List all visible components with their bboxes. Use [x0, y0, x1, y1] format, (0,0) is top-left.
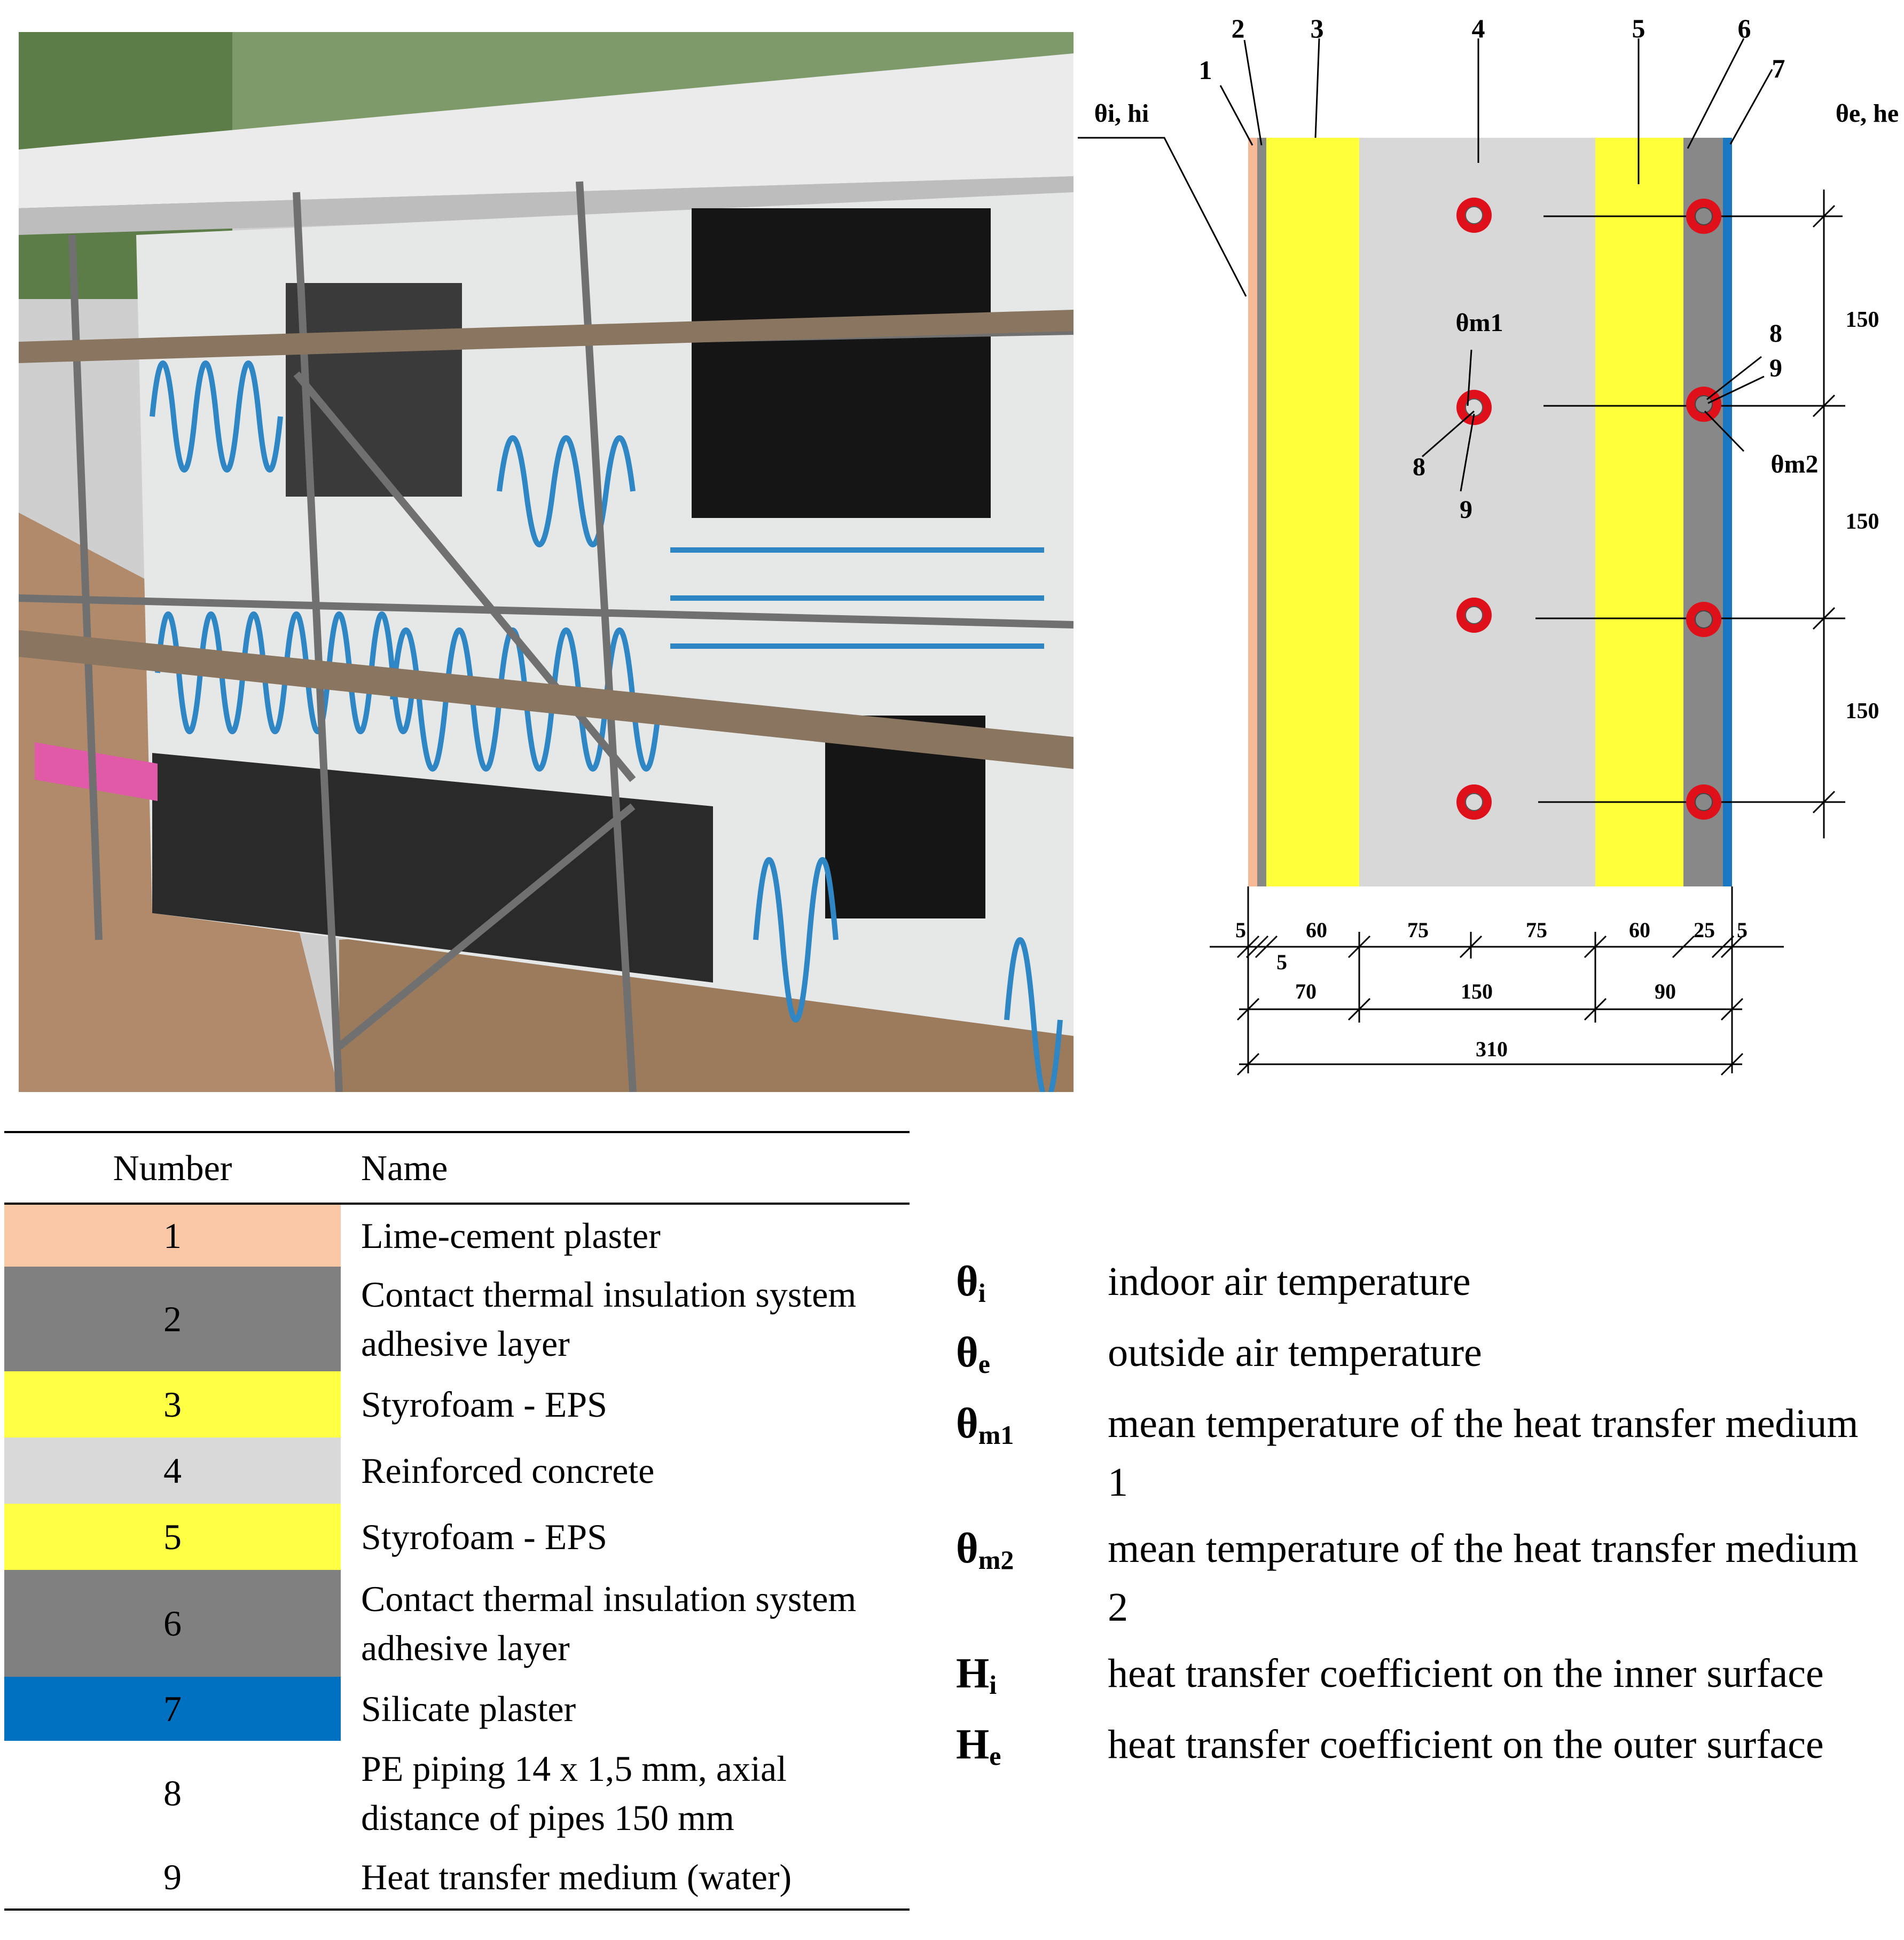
callout-9-right: 9 — [1769, 354, 1782, 382]
dim-concrete-a: 75 — [1407, 918, 1429, 942]
row-name: Styrofoam - EPS — [361, 1517, 607, 1557]
row-number: 6 — [4, 1570, 341, 1677]
row-number: 3 — [4, 1371, 341, 1438]
dim-total: 310 — [1476, 1037, 1508, 1061]
layer-number-6: 6 — [1738, 13, 1751, 43]
list-item: Hi heat transfer coefficient on the inne… — [956, 1644, 1875, 1708]
pipe-spacing-2: 150 — [1846, 509, 1879, 534]
pipe-icon — [1686, 784, 1721, 820]
row-number: 8 — [163, 1773, 182, 1813]
symbol-description: heat transfer coefficient on the outer s… — [1108, 1722, 1824, 1767]
list-item: θi indoor air temperature — [956, 1252, 1875, 1316]
layer-number-5: 5 — [1632, 13, 1646, 43]
layer-7-silicate-plaster — [1723, 138, 1732, 886]
layer-1-lime-plaster — [1248, 138, 1257, 886]
symbol: Hi — [956, 1650, 997, 1700]
dim-eps-in: 60 — [1306, 918, 1327, 942]
table-row: 3 Styrofoam - EPS — [4, 1371, 910, 1438]
layer-number-2: 2 — [1232, 13, 1245, 43]
layer-number-1: 1 — [1199, 55, 1212, 85]
symbol: θm1 — [956, 1400, 1014, 1450]
pipe-spacing-3: 150 — [1846, 699, 1879, 724]
pipe-icon — [1686, 199, 1721, 234]
layer-number-3: 3 — [1311, 13, 1324, 43]
row-name: Contact thermal insulation system adhesi… — [361, 1578, 857, 1668]
callout-8-left: 8 — [1413, 453, 1425, 481]
wall-cross-section-diagram: 1 2 3 4 5 6 7 θi, hi θe, he θm1 θm2 8 9 … — [1078, 13, 1899, 1076]
symbol-description: indoor air temperature — [1108, 1259, 1471, 1304]
list-item: θm1 mean temperature of the heat transfe… — [956, 1394, 1875, 1512]
layer-number-7: 7 — [1772, 53, 1785, 83]
layer-3-eps — [1266, 138, 1359, 886]
pipe-icon — [1456, 784, 1492, 820]
symbol-description: mean temperature of the heat transfer me… — [1108, 1526, 1859, 1630]
dim-concrete-total: 150 — [1461, 979, 1493, 1003]
symbol-description: heat transfer coefficient on the inner s… — [1108, 1651, 1824, 1696]
label-inner-surface: θi, hi — [1094, 99, 1149, 128]
dim-outer-group: 90 — [1655, 979, 1676, 1003]
row-number: 2 — [4, 1267, 341, 1371]
table-row: 4 Reinforced concrete — [4, 1438, 910, 1504]
row-name: Silicate plaster — [361, 1688, 576, 1729]
list-item: θe outside air temperature — [956, 1323, 1875, 1387]
pipe-icon — [1456, 390, 1492, 425]
symbol: θe — [956, 1329, 990, 1379]
dim-eps-out: 60 — [1629, 918, 1650, 942]
layer-4-concrete — [1359, 138, 1595, 886]
row-name: Contact thermal insulation system adhesi… — [361, 1274, 857, 1364]
symbol: θi — [956, 1258, 986, 1308]
row-name: Heat transfer medium (water) — [361, 1857, 792, 1897]
layer-2-adhesive — [1257, 138, 1266, 886]
symbol: θm2 — [956, 1525, 1014, 1575]
callout-9-left: 9 — [1460, 496, 1472, 524]
callout-8-right: 8 — [1769, 319, 1782, 348]
row-name: PE piping 14 x 1,5 mm, axial distance of… — [361, 1748, 787, 1838]
row-number: 7 — [4, 1677, 341, 1741]
dim-plaster-in: 5 — [1235, 918, 1246, 942]
header-number: Number — [113, 1147, 232, 1188]
list-item: He heat transfer coefficient on the oute… — [956, 1715, 1875, 1779]
dim-adhesive-in: 5 — [1276, 950, 1287, 974]
header-name: Name — [361, 1147, 448, 1188]
pipes-medium-2 — [1686, 199, 1721, 820]
table-row: 5 Styrofoam - EPS — [4, 1504, 910, 1570]
row-name: Styrofoam - EPS — [361, 1384, 607, 1425]
dim-adhesive-out: 25 — [1694, 918, 1715, 942]
pipe-icon — [1456, 198, 1492, 233]
dim-concrete-b: 75 — [1526, 918, 1547, 942]
label-medium-2: θm2 — [1770, 450, 1818, 478]
pipe-icon — [1456, 598, 1492, 633]
pipes-medium-1 — [1456, 198, 1492, 820]
row-number: 9 — [163, 1857, 182, 1897]
layer-6-adhesive — [1683, 138, 1723, 886]
dim-plaster-out: 5 — [1737, 918, 1748, 942]
list-item: θm2 mean temperature of the heat transfe… — [956, 1519, 1875, 1637]
symbol: He — [956, 1721, 1001, 1771]
pipe-spacing-1: 150 — [1846, 308, 1879, 332]
symbol-legend: θi indoor air temperature θe outside air… — [956, 1252, 1875, 1786]
table-row: 8 PE piping 14 x 1,5 mm, axial distance o… — [4, 1741, 910, 1845]
table-row: 1 Lime-cement plaster — [4, 1204, 910, 1267]
symbol-description: mean temperature of the heat transfer me… — [1108, 1401, 1859, 1505]
pipe-icon — [1686, 602, 1721, 637]
row-number: 1 — [4, 1204, 341, 1267]
table-row: 9 Heat transfer medium (water) — [4, 1845, 910, 1910]
row-name: Reinforced concrete — [361, 1450, 655, 1491]
row-name: Lime-cement plaster — [361, 1215, 661, 1256]
symbol-description: outside air temperature — [1108, 1330, 1482, 1375]
label-outer-surface: θe, he — [1836, 99, 1899, 128]
row-number: 4 — [4, 1438, 341, 1504]
table-row: 7 Silicate plaster — [4, 1677, 910, 1741]
wall-heating-pipes-photo — [19, 32, 1074, 1092]
label-medium-1: θm1 — [1455, 309, 1503, 337]
row-number: 5 — [4, 1504, 341, 1570]
layer-number-4: 4 — [1472, 13, 1485, 43]
layer-5-eps — [1595, 138, 1683, 886]
dim-inner-group: 70 — [1295, 979, 1317, 1003]
